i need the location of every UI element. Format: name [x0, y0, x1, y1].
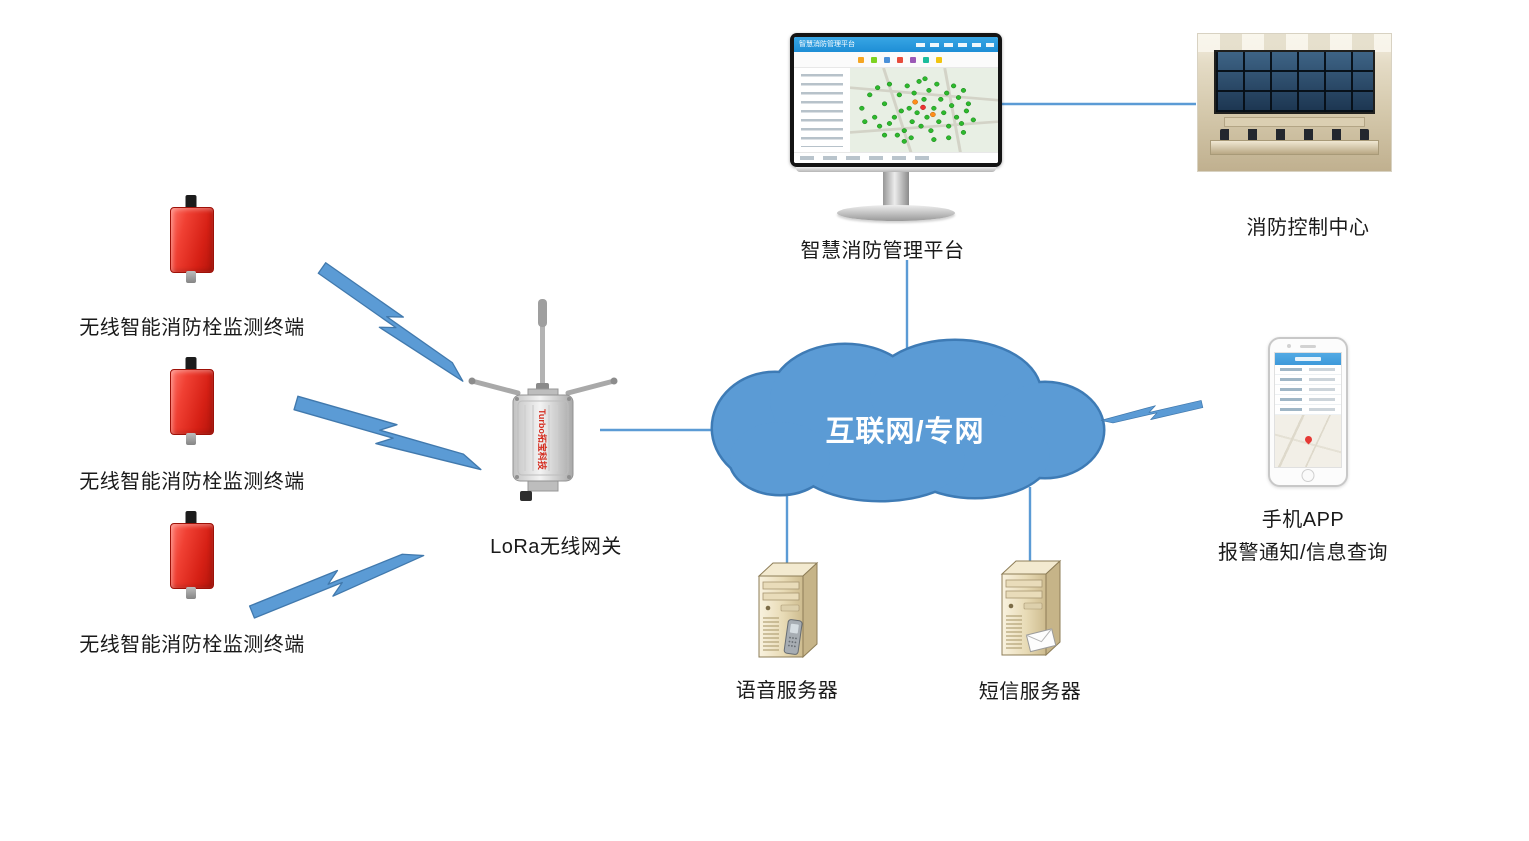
handset-icon [783, 619, 803, 655]
toolbar-icon [897, 56, 903, 63]
terminal-connector [186, 433, 196, 445]
voice-server-illustration [758, 562, 818, 658]
phone-label: 手机APP 报警通知/信息查询 [1168, 504, 1438, 570]
toolbar-icon [923, 56, 929, 63]
control-room-front-desk [1210, 140, 1379, 155]
control-room-chairs [1220, 129, 1369, 141]
statusbar-items [800, 156, 930, 160]
gateway-label: LoRa无线网关 [490, 536, 622, 558]
monitor-screen-frame: 智慧消防管理平台 [790, 33, 1002, 167]
toolbar-icon [858, 56, 864, 63]
monitor-bezel [796, 167, 996, 172]
phone-label-line1: 手机APP [1261, 509, 1345, 531]
platform-monitor: 智慧消防管理平台 [790, 33, 1002, 235]
phone-app-map [1275, 415, 1341, 467]
terminal-2-label: 无线智能消防栓监测终端 [79, 471, 305, 493]
platform-menu-items [916, 43, 994, 47]
connector-lines [600, 102, 1196, 566]
toolbar-icon [871, 56, 877, 63]
voice-server [755, 560, 819, 662]
phone-camera [1286, 344, 1291, 348]
terminal-antenna [185, 195, 197, 208]
map-alarm-dots [912, 99, 936, 118]
gateway-side-antennas [468, 377, 618, 396]
lora-gateway-device: Turbo拓宝科技 [468, 295, 618, 505]
hydrant-terminal-1 [168, 195, 214, 283]
lightning-bolt-terminal3-gateway [248, 553, 425, 619]
platform-titlebar: 智慧消防管理平台 [794, 37, 998, 52]
sms-server [998, 558, 1062, 660]
lightning-bolt-terminal1-gateway [317, 262, 464, 382]
sms-server-illustration [1001, 560, 1061, 656]
phone-speaker [1300, 345, 1316, 348]
map-roads [849, 67, 998, 154]
mobile-phone [1268, 337, 1348, 487]
gateway-illustration: Turbo拓宝科技 [468, 299, 618, 501]
sms-server-label: 短信服务器 [978, 681, 1082, 703]
platform-screen-title: 智慧消防管理平台 [799, 41, 855, 48]
monitor-stand-neck [883, 172, 909, 206]
phone-screen [1274, 352, 1342, 468]
toolbar-icon [910, 56, 916, 63]
monitor-screen: 智慧消防管理平台 [794, 37, 998, 163]
monitor-stand-base [837, 205, 955, 221]
phone-app-header [1275, 353, 1341, 365]
lightning-bolt-phone-cloud [1100, 400, 1204, 424]
gateway-brand-text: Turbo拓宝科技 [537, 409, 548, 471]
cloud-label: 互联网/专网 [825, 416, 985, 448]
terminal-connector [186, 587, 196, 599]
terminal-3-label: 无线智能消防栓监测终端 [79, 634, 305, 656]
control-center-label: 消防控制中心 [1246, 217, 1370, 239]
control-room-video-wall [1214, 50, 1375, 114]
terminal-1-label: 无线智能消防栓监测终端 [79, 317, 305, 339]
map-graphic [849, 67, 998, 154]
terminal-body [170, 523, 214, 589]
lightning-bolts [248, 262, 1204, 619]
phone-app-list [1275, 365, 1341, 415]
terminal-antenna [185, 357, 197, 370]
gateway-body [512, 388, 574, 501]
platform-statusbar [794, 152, 998, 163]
phone-home-button [1301, 469, 1315, 482]
gateway-center-antenna [536, 299, 549, 395]
toolbar-icon [884, 56, 890, 63]
voice-server-label: 语音服务器 [735, 680, 839, 702]
terminal-body [170, 207, 214, 273]
platform-label: 智慧消防管理平台 [800, 240, 965, 262]
map-device-dots [859, 76, 976, 144]
lightning-bolt-terminal2-gateway [293, 395, 482, 471]
device-tree-lines [801, 74, 843, 147]
phone-label-line2: 报警通知/信息查询 [1217, 542, 1389, 564]
platform-map [849, 67, 998, 154]
platform-toolbar [794, 52, 998, 68]
control-room-back-desk [1224, 117, 1365, 127]
control-center-photo [1197, 33, 1392, 172]
platform-sidebar [794, 68, 851, 153]
toolbar-icon [936, 56, 942, 63]
terminal-connector [186, 271, 196, 283]
terminal-body [170, 369, 214, 435]
hydrant-terminal-3 [168, 511, 214, 599]
hydrant-terminal-2 [168, 357, 214, 445]
terminal-antenna [185, 511, 197, 524]
control-room-ceiling [1198, 34, 1391, 52]
message-card-icon [1025, 628, 1057, 653]
map-pin-icon [1303, 434, 1314, 445]
